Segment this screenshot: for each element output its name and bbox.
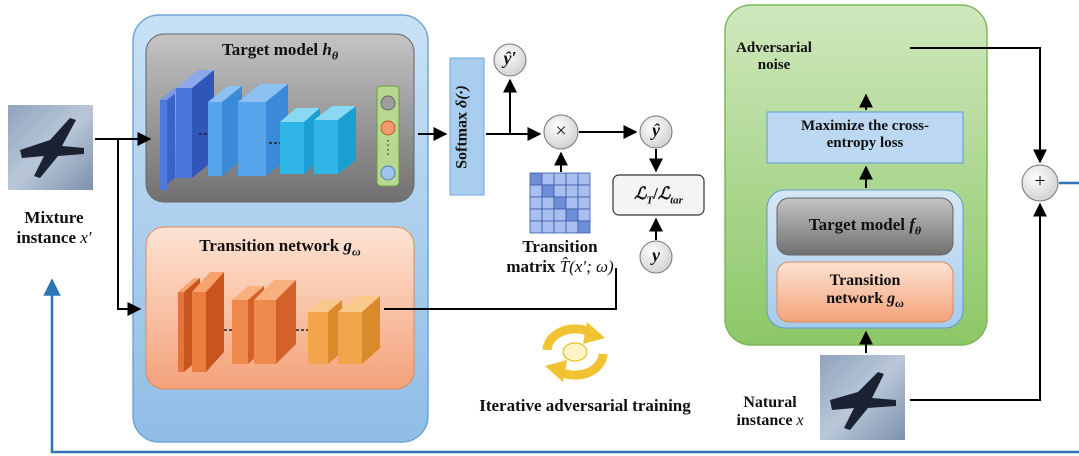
transition-matrix-grid: [529, 172, 591, 234]
transition-network-left-text: Transition network: [199, 236, 340, 255]
transition-network-right-subscript: ω: [895, 296, 904, 311]
mixture-symbol: x′: [80, 227, 92, 247]
target-model-layers: [160, 70, 400, 190]
softmax-label: Softmax δ(·): [454, 59, 482, 196]
maximize-loss-line2: entropy loss: [826, 135, 904, 152]
loss-label: ℒT/ℒtar: [613, 184, 704, 207]
y-hat-node: [639, 115, 673, 149]
loss-slash: /: [653, 184, 658, 203]
loss-symbol-b: ℒ: [657, 184, 671, 203]
target-model-h-label: Target model hθ: [146, 40, 414, 63]
loss-sub-a: T: [646, 194, 654, 207]
mixture-label-line1: Mixture: [24, 208, 84, 227]
y-hat-text: ŷ: [652, 120, 660, 140]
softmax-text: Softmax: [453, 111, 471, 169]
target-model-h-text: Target model: [221, 40, 319, 59]
y-hat-prime-text: ŷ′: [503, 48, 517, 68]
softmax-box: [449, 57, 485, 196]
target-model-f-text: Target model: [808, 215, 905, 234]
natural-instance-image: [820, 355, 905, 440]
mixture-instance-image: [8, 105, 93, 190]
loss-box: [612, 174, 705, 216]
natural-instance-line2: instance: [736, 412, 793, 430]
natural-instance-line1: Natural: [743, 394, 797, 411]
adversarial-noise-label: Adversarial noise: [726, 40, 822, 75]
iterative-training-icon: [542, 322, 608, 382]
transition-network-layers: [178, 272, 380, 372]
y-true-text: y: [652, 245, 660, 265]
loss-sub-b: tar: [670, 194, 683, 207]
transition-network-right-box: [776, 261, 954, 323]
mixture-label-line2: instance: [16, 227, 76, 247]
transition-matrix-label: Transition matrix T̂(x′; ω): [480, 237, 640, 276]
maximize-loss-line1: Maximize the cross-: [800, 118, 929, 134]
transition-network-left-subscript: ω: [352, 244, 361, 259]
transition-network-left-symbol: g: [343, 236, 353, 255]
target-model-h-symbol: h: [322, 40, 332, 59]
mixture-instance-label: Mixture instance x′: [4, 208, 104, 247]
feedback-arrow: [43, 181, 1079, 454]
iterative-training-label: Iterative adversarial training: [479, 396, 691, 415]
target-model-f-subscript: θ: [914, 223, 922, 238]
target-model-f-symbol: f: [909, 215, 915, 234]
y-true-node: [639, 240, 673, 274]
natural-instance-symbol: x: [796, 412, 804, 430]
softmax-symbol: δ(·): [453, 85, 471, 108]
transition-network-left-label: Transition network gω: [146, 236, 414, 259]
transition-matrix-line1: Transition: [522, 237, 598, 256]
transition-network-right-line1: Transition: [829, 272, 901, 289]
loss-symbol-a: ℒ: [634, 184, 647, 203]
maximize-loss-label: Maximize the cross- entropy loss: [767, 118, 963, 153]
y-hat-prime-node: [493, 43, 527, 77]
target-model-f-box: [776, 197, 954, 256]
multiply-node: [543, 114, 579, 150]
plus-text: +: [1034, 170, 1046, 192]
multiply-text: ×: [555, 120, 567, 142]
transition-matrix-prefix: matrix: [506, 256, 556, 276]
adversarial-noise-line1: Adversarial: [736, 40, 812, 56]
plus-node: [1021, 164, 1059, 202]
target-model-h-subscript: θ: [331, 48, 339, 63]
natural-instance-label: Natural instance x: [722, 394, 818, 431]
adversarial-noise-line2: noise: [757, 57, 791, 74]
transition-matrix-symbol: T̂(x′; ω): [559, 256, 614, 276]
transition-network-right-symbol: g: [887, 290, 896, 308]
maximize-loss-box: [766, 111, 964, 164]
transition-network-right-line2: network: [826, 290, 884, 308]
transition-network-right-label: Transition network gω: [777, 272, 953, 311]
target-model-f-label: Target model fθ: [777, 215, 953, 238]
flow-arrows: [95, 47, 1047, 401]
